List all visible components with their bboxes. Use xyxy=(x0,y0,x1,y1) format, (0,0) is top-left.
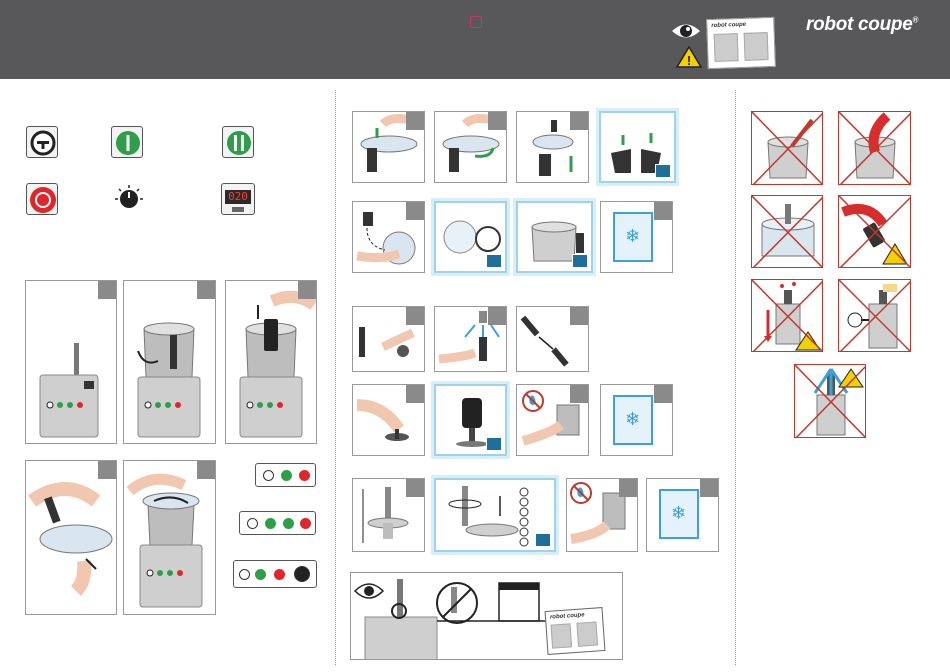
dishwasher-icon xyxy=(486,254,502,268)
clean-step-freezer-3: ❄ xyxy=(646,478,719,552)
header-bar: ! robot coupe robot coupe® xyxy=(0,0,950,79)
brand-logo: robot coupe® xyxy=(806,14,918,36)
clean-step-remove-lid xyxy=(352,111,425,183)
warning-icon: ! xyxy=(676,46,702,68)
on-button-icon xyxy=(111,126,143,158)
header-marker xyxy=(470,16,482,28)
manual-sheet-title: robot coupe xyxy=(550,612,585,620)
pulse-button-icon xyxy=(26,126,58,158)
clean-step-disassemble-lid xyxy=(516,111,589,183)
eye-icon xyxy=(670,20,702,42)
dishwasher-icon xyxy=(655,164,671,178)
clean-step-rinse-tool xyxy=(434,306,507,372)
step-panel-lock-lid xyxy=(123,460,216,615)
prohibited-hand-in-bowl xyxy=(838,111,911,185)
clean-step-tool-dishwasher xyxy=(434,384,507,456)
prohibited-spoon-in-bowl xyxy=(751,111,823,185)
control-panel-variant-1 xyxy=(255,463,316,487)
step-panel-insert-motor-shaft xyxy=(25,280,117,444)
clean-step-separate-tool xyxy=(516,306,589,372)
column-divider-right xyxy=(735,90,736,665)
step-panel-insert-tool xyxy=(225,280,317,444)
control-panel-variant-3 xyxy=(233,560,317,588)
clean-step-seal-dishwasher xyxy=(434,201,507,273)
dishwasher-icon xyxy=(535,533,551,547)
clean-step-no-water-disc xyxy=(566,478,638,552)
prohibited-plugged-in-cleaning xyxy=(838,279,911,352)
prohibited-overfill xyxy=(751,195,823,268)
clean-step-lid-parts-dishwasher xyxy=(599,111,676,183)
freezer-icon: ❄ xyxy=(659,489,699,539)
clean-step-storage-freezer: ❄ xyxy=(600,201,673,273)
step-panel-lid xyxy=(25,460,117,615)
clean-step-freezer-2: ❄ xyxy=(600,384,673,456)
stop-button-icon xyxy=(26,183,58,215)
clean-step-rotate-lid xyxy=(434,111,507,183)
maintenance-panel: robot coupe xyxy=(350,572,623,660)
prohibited-hot-liquid xyxy=(751,279,823,352)
speed-dial-icon xyxy=(113,183,145,215)
timer-readout: 020 xyxy=(225,190,251,204)
clean-step-no-water-grater xyxy=(516,384,589,456)
clean-step-remove-pusher xyxy=(352,201,425,273)
svg-text:!: ! xyxy=(687,53,691,68)
manual-thumbnail-title: robot coupe xyxy=(711,22,746,29)
clean-step-bowl-dishwasher xyxy=(516,201,593,273)
clean-step-handle-blade xyxy=(352,384,425,456)
prohibited-touch-blade xyxy=(838,195,911,268)
step-panel-fit-bowl xyxy=(123,280,216,444)
timer-display-icon: 020 xyxy=(221,183,255,215)
clean-step-remove-tool xyxy=(352,306,425,372)
manual-thumbnail: robot coupe xyxy=(706,17,776,69)
freezer-icon: ❄ xyxy=(613,395,653,445)
dishwasher-icon xyxy=(572,254,588,268)
clean-step-blade-shaft xyxy=(352,478,425,552)
column-divider-left xyxy=(335,90,336,665)
prohibited-water-jet xyxy=(794,364,866,438)
clean-step-disassemble-tool xyxy=(434,478,556,552)
speed-two-button-icon xyxy=(222,126,254,158)
freezer-icon: ❄ xyxy=(613,212,653,262)
dishwasher-icon xyxy=(486,437,502,451)
manual-sheet: robot coupe xyxy=(545,607,606,655)
machine-base-illustration xyxy=(26,281,117,444)
control-panel-variant-2 xyxy=(239,511,316,535)
